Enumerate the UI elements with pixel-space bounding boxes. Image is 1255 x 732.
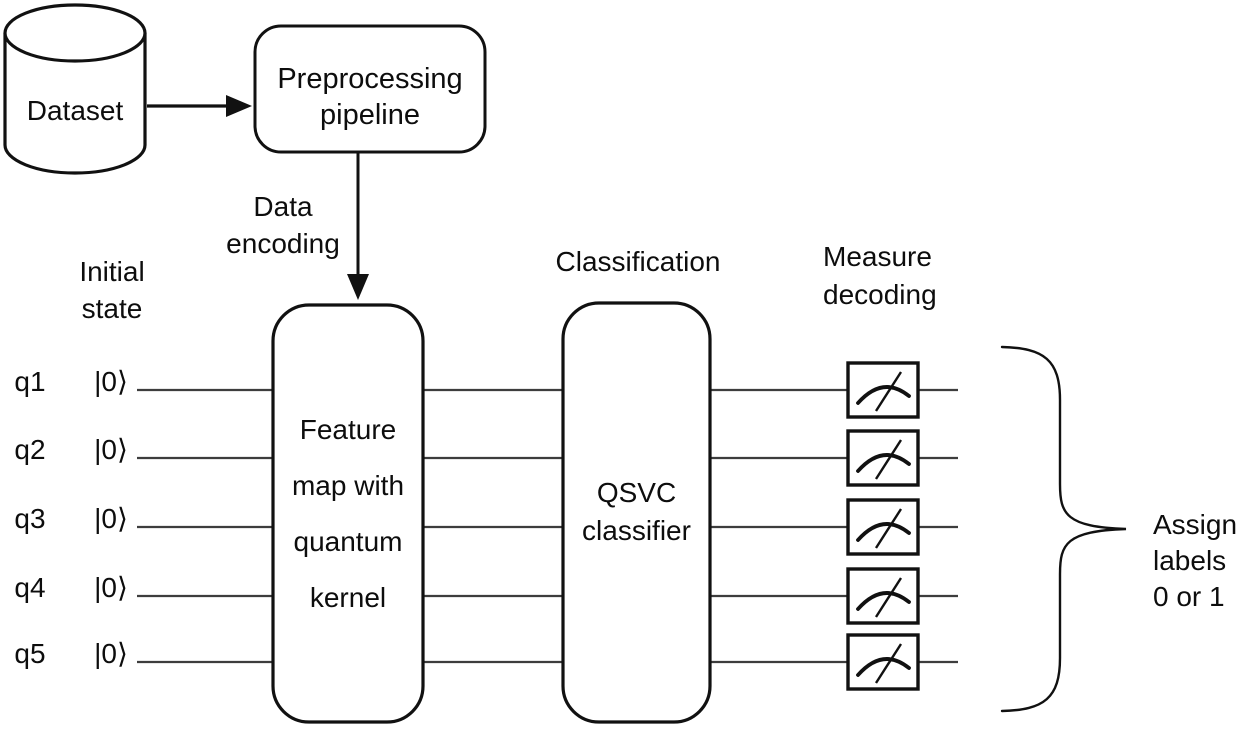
data-encoding-line2: encoding <box>226 228 340 259</box>
feature-map-box <box>271 303 425 724</box>
initial-state-line1: Initial <box>79 256 145 287</box>
qubit-label-q1: q1 <box>14 366 46 397</box>
dataset-label: Dataset <box>5 93 145 129</box>
data-encoding-line1: Data <box>253 191 313 222</box>
qubit-label-q3: q3 <box>14 503 46 534</box>
gauge-arc <box>856 453 911 473</box>
assign-labels-annotation: Assign labels 0 or 1 <box>1153 507 1255 615</box>
measure-gate-q5 <box>846 633 920 691</box>
arrow-data-encoding <box>347 152 369 300</box>
qsvc-classifier-box <box>561 301 712 724</box>
gauge-arc <box>856 385 911 405</box>
feature-map-line4: kernel <box>309 582 387 613</box>
gauge-needle <box>874 371 903 412</box>
preprocessing-box <box>253 24 487 154</box>
preprocessing-line2: pipeline <box>320 99 420 131</box>
gauge-needle <box>874 577 903 618</box>
qsvc-line1: QSVC <box>596 477 677 508</box>
measure-gate-q3 <box>846 498 920 556</box>
feature-map-line2: map with <box>291 470 405 501</box>
dataset-cylinder-icon <box>3 3 147 175</box>
qubit-wires <box>137 388 958 664</box>
assign-line2: labels <box>1153 545 1227 576</box>
gauge-arc <box>856 522 911 542</box>
output-brace <box>1000 345 1127 713</box>
ket-state-q4: |0⟩ <box>94 572 128 603</box>
feature-map-label: Feature map with quantum kernel <box>273 402 423 626</box>
gauge-needle <box>874 439 903 480</box>
initial-state-line2: state <box>81 293 143 324</box>
assign-line3: 0 or 1 <box>1153 581 1225 612</box>
qsvc-classifier-label: QSVC classifier <box>563 474 710 550</box>
feature-map-line1: Feature <box>299 414 397 445</box>
measure-gate-q4 <box>846 567 920 625</box>
measure-gate-q1 <box>846 361 920 419</box>
ket-state-q5: |0⟩ <box>94 638 128 669</box>
gauge-arc <box>856 657 911 677</box>
preprocessing-line1: Preprocessing <box>277 63 463 95</box>
data-encoding-label: Data encoding <box>213 188 353 262</box>
feature-map-line3: quantum <box>293 526 403 557</box>
initial-state-label: Initial state <box>52 253 172 327</box>
measure-gates <box>846 361 920 691</box>
assign-line1: Assign <box>1153 509 1238 540</box>
dataset-label-text: Dataset <box>26 95 124 126</box>
gauge-needle <box>874 643 903 684</box>
arrow-dataset-to-preprocessing <box>147 95 252 117</box>
classification-label: Classification <box>538 244 738 280</box>
gauge-needle <box>874 508 903 549</box>
gauge-arc <box>856 591 911 611</box>
qubit-label-q4: q4 <box>14 572 46 603</box>
measure-decoding-line2: decoding <box>823 279 937 310</box>
ket-state-q3: |0⟩ <box>94 503 128 534</box>
ket-state-q1: |0⟩ <box>94 366 128 397</box>
preprocessing-label: Preprocessing pipeline <box>255 61 485 133</box>
measure-gate-q2 <box>846 429 920 487</box>
measure-decoding-line1: Measure <box>823 241 932 272</box>
ket-state-q2: |0⟩ <box>94 434 128 465</box>
qsvc-line2: classifier <box>582 515 691 546</box>
measure-decoding-label: Measure decoding <box>823 238 983 314</box>
qubit-label-q5: q5 <box>14 638 46 669</box>
qubit-label-q2: q2 <box>14 434 46 465</box>
classification-label-text: Classification <box>555 246 721 277</box>
